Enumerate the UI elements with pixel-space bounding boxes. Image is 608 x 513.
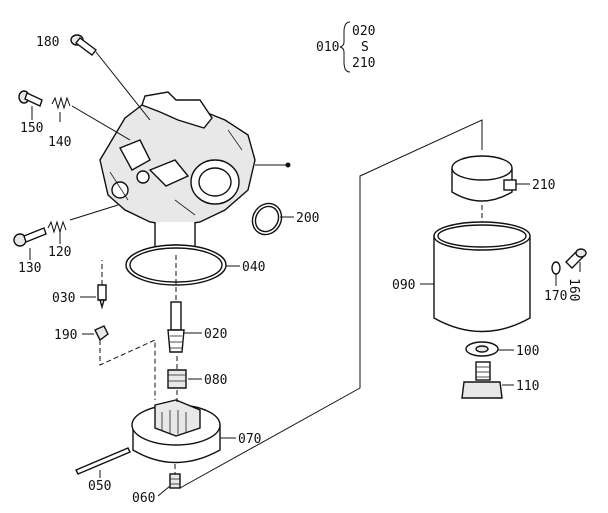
group-brace — [339, 21, 351, 73]
part-070-float — [131, 390, 221, 464]
part-200-o-ring-inner — [254, 205, 280, 233]
reference-dot — [285, 162, 291, 168]
part-170-washer — [551, 261, 561, 275]
label-group-210: 210 — [352, 56, 375, 71]
label-130: 130 — [18, 261, 41, 276]
label-210: 210 — [532, 178, 555, 193]
guide-line-clip — [99, 339, 156, 400]
part-120-spring — [47, 204, 119, 234]
part-150-screw — [18, 90, 43, 107]
label-080: 080 — [204, 373, 227, 388]
part-140-spring — [51, 96, 131, 141]
carburetor-body — [99, 91, 256, 256]
part-020-nozzle — [167, 255, 185, 353]
part-080-jet — [167, 356, 187, 389]
label-180: 180 — [36, 35, 59, 50]
label-060: 060 — [132, 491, 155, 506]
label-010: 010 — [316, 40, 339, 55]
leader-060 — [157, 485, 171, 497]
label-150: 150 — [20, 121, 43, 136]
label-group-020: 020 — [352, 24, 375, 39]
label-200: 200 — [296, 211, 319, 226]
label-140: 140 — [48, 135, 71, 150]
label-170: 170 — [544, 289, 567, 304]
part-030-valve — [97, 260, 107, 310]
label-100: 100 — [516, 344, 539, 359]
part-190-clip — [94, 325, 109, 342]
part-180-screw — [70, 34, 151, 121]
label-070: 070 — [238, 432, 261, 447]
label-group-sep: S — [361, 40, 369, 55]
label-050: 050 — [88, 479, 111, 494]
part-160-fitting — [565, 248, 587, 269]
part-050-pin — [75, 447, 131, 475]
part-130-screw — [13, 227, 47, 247]
label-120: 120 — [48, 245, 71, 260]
part-100-washer-hole — [475, 345, 489, 353]
part-090-bowl — [433, 221, 531, 333]
label-020: 020 — [204, 327, 227, 342]
guide-line-assembly — [179, 119, 483, 489]
part-110-bolt — [461, 361, 503, 399]
label-030: 030 — [52, 291, 75, 306]
label-160: 160 — [566, 278, 581, 301]
label-040: 040 — [242, 260, 265, 275]
label-110: 110 — [516, 379, 539, 394]
label-190: 190 — [54, 328, 77, 343]
part-060-screw — [169, 464, 181, 489]
part-210-cap — [451, 155, 517, 202]
label-090: 090 — [392, 278, 415, 293]
